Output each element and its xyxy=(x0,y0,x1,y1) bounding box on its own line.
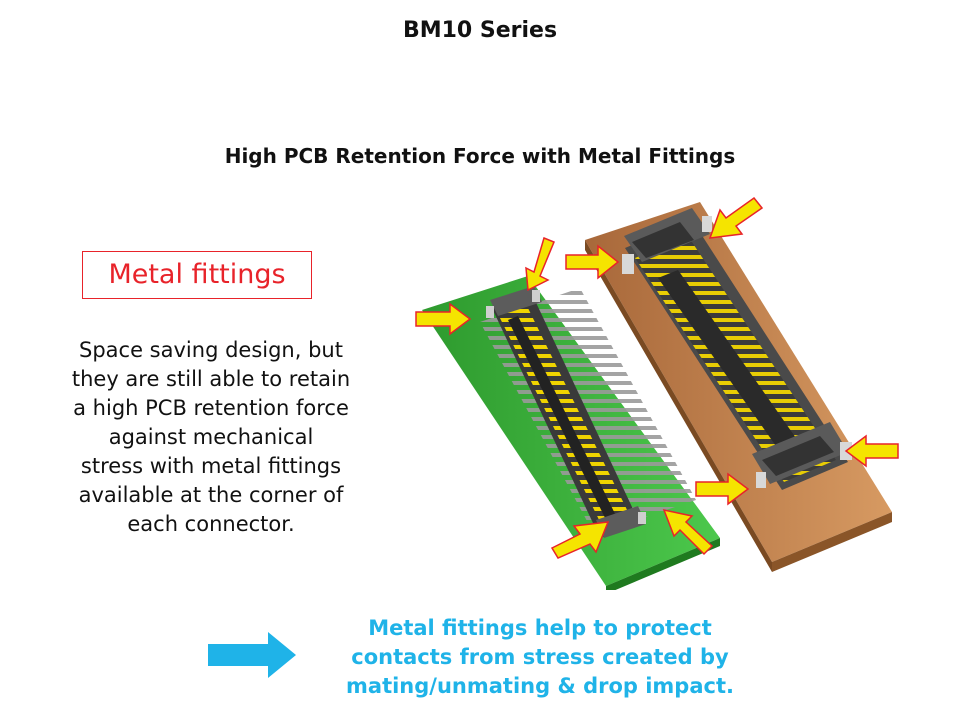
conclusion-line: Metal fittings help to protect xyxy=(368,616,712,640)
yellow-arrow-icon xyxy=(415,302,472,336)
yellow-arrow-icon xyxy=(550,521,610,559)
right-arrow-icon xyxy=(208,632,296,678)
description-line: they are still able to retain xyxy=(71,367,351,391)
description-line: each connector. xyxy=(127,512,295,536)
yellow-arrow-icon xyxy=(708,196,764,239)
conclusion-line: mating/unmating & drop impact. xyxy=(346,674,734,698)
slide-subtitle: High PCB Retention Force with Metal Fitt… xyxy=(224,144,736,168)
yellow-arrow-icon xyxy=(695,472,750,506)
description-line: stress with metal fittings xyxy=(80,454,342,478)
connector-illustration xyxy=(415,196,899,590)
yellow-arrow-icon xyxy=(525,236,555,292)
slide-title: BM10 Series xyxy=(402,18,558,43)
yellow-arrow-icon xyxy=(662,508,714,556)
yellow-arrow-icon xyxy=(565,244,620,280)
description-line: Space saving design, but xyxy=(79,338,343,362)
description-line: against mechanical xyxy=(108,425,314,449)
conclusion-text: Metal fittings help to protect contacts … xyxy=(300,614,780,701)
description-text: Space saving design, but they are still … xyxy=(40,336,382,539)
description-line: available at the corner of xyxy=(78,483,344,507)
description-line: a high PCB retention force xyxy=(73,396,349,420)
conclusion-line: contacts from stress created by xyxy=(351,645,729,669)
metal-fittings-callout: Metal fittings xyxy=(82,251,312,299)
yellow-arrow-icon xyxy=(844,434,899,468)
